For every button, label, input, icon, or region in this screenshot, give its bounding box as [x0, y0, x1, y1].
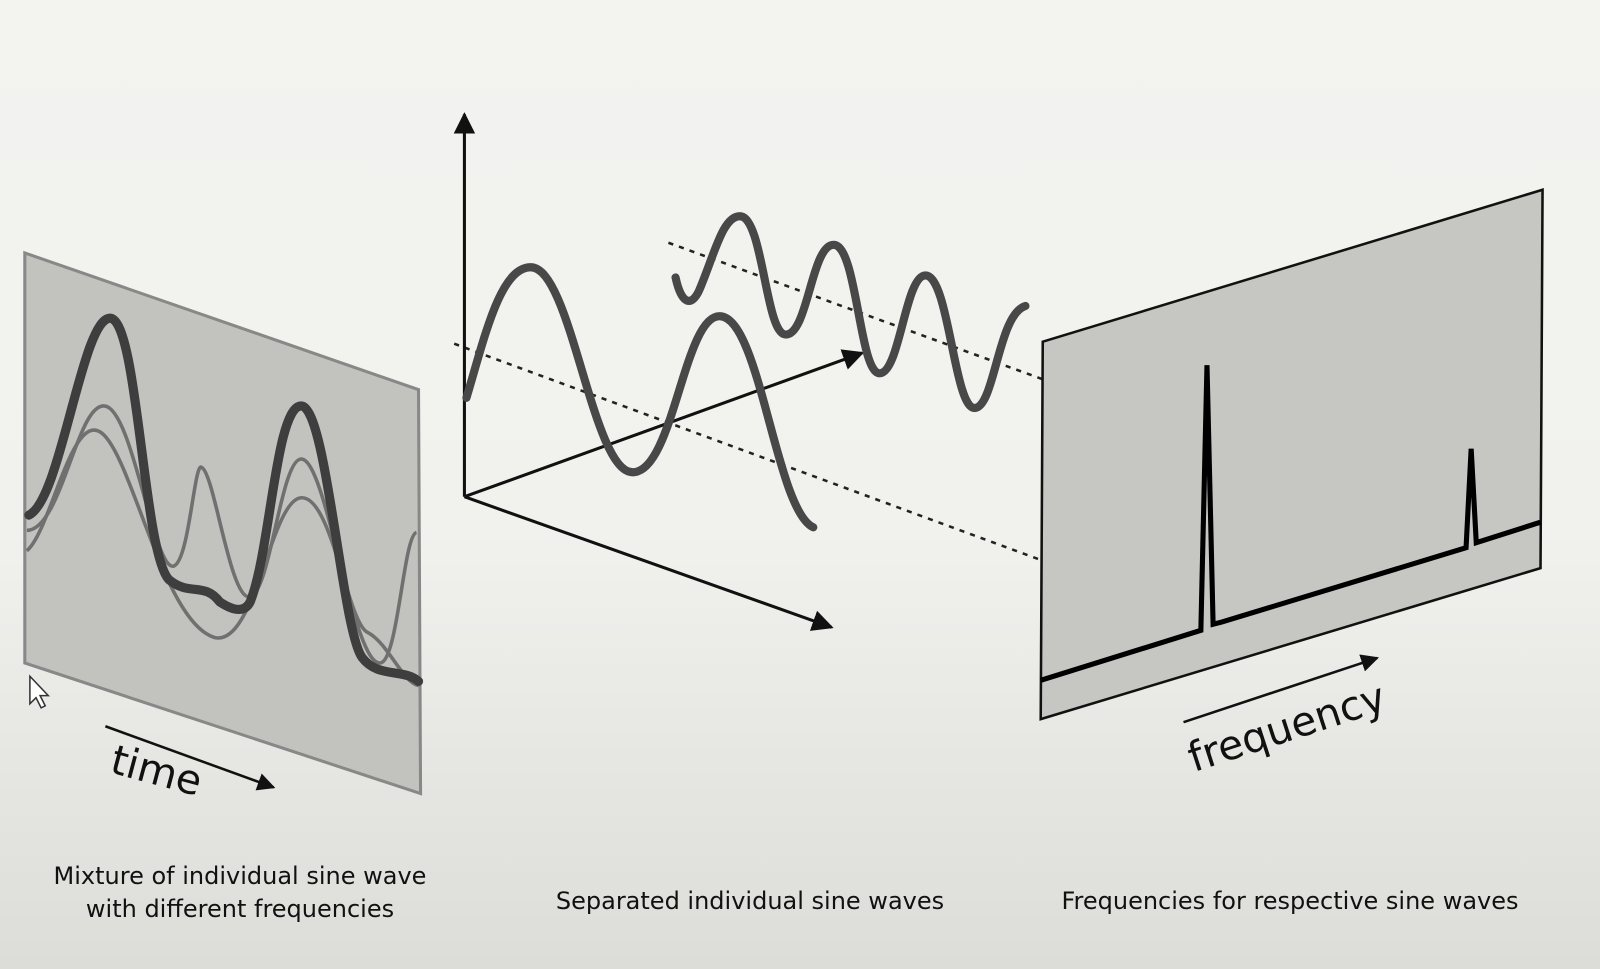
time-axis-3d	[463, 495, 834, 631]
caption-separated: Separated individual sine waves	[555, 887, 945, 915]
mouse-pointer-icon	[29, 674, 51, 709]
mixture-wave	[24, 313, 424, 686]
spectrum-line	[1039, 365, 1542, 683]
caption-mixture-line2: with different frequencies	[85, 895, 395, 923]
frequency-domain-panel: frequency	[1039, 187, 1544, 782]
component-wave-1	[25, 428, 420, 688]
component-wave-2	[26, 404, 418, 665]
time-arrow	[104, 725, 276, 791]
high-frequency-wave	[671, 212, 1030, 413]
caption-mixture: Mixture of individual sine wave with dif…	[20, 860, 460, 926]
caption-frequencies: Frequencies for respective sine waves	[1061, 887, 1519, 915]
caption-mixture-line1: Mixture of individual sine wave	[53, 862, 427, 890]
frequency-axis-3d	[463, 349, 865, 499]
low-frequency-wave	[462, 263, 818, 532]
time-axis-label: time	[106, 735, 207, 805]
frequency-arrow	[1183, 654, 1380, 724]
time-domain-panel: time	[23, 250, 424, 806]
